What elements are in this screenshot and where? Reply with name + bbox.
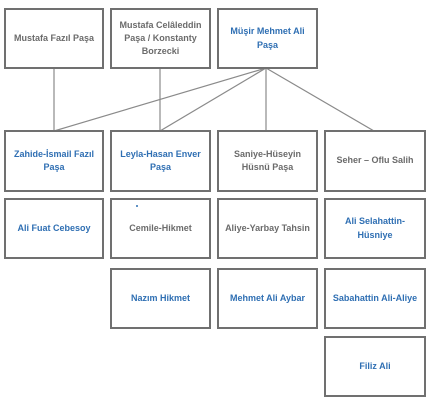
- box-aliye-yarbay: Aliye-Yarbay Tahsin: [217, 198, 318, 259]
- box-label: Filiz Ali: [359, 360, 391, 371]
- box-label: Müşir Mehmet Ali Paşa: [230, 26, 305, 50]
- stray-dot: [136, 205, 138, 207]
- box-label: Saniye-Hüseyin Hüsnü Paşa: [233, 148, 302, 172]
- box-saniye-huseyin: Saniye-Hüseyin Hüsnü Paşa: [217, 130, 318, 192]
- box-nazim-hikmet: Nazım Hikmet: [110, 268, 211, 329]
- box-label: Ali Fuat Cebesoy: [17, 222, 91, 233]
- box-label: Zahide-İsmail Fazıl Paşa: [13, 148, 95, 172]
- box-zahide-ismail: Zahide-İsmail Fazıl Paşa: [4, 130, 104, 192]
- box-musir-mehmet-ali: Müşir Mehmet Ali Paşa: [217, 8, 318, 69]
- box-label: Ali Selahattin-Hüsniye: [344, 216, 405, 240]
- box-ali-selahattin: Ali Selahattin-Hüsniye: [324, 198, 426, 259]
- box-leyla-hasan: Leyla-Hasan Enver Paşa: [110, 130, 211, 192]
- box-seher-oflu: Seher – Oflu Salih: [324, 130, 426, 192]
- box-mehmet-ali-aybar: Mehmet Ali Aybar: [217, 268, 318, 329]
- box-label: Mustafa Celâleddin Paşa / Konstanty Borz…: [119, 19, 202, 57]
- box-mustafa-fazil: Mustafa Fazıl Paşa: [4, 8, 104, 69]
- box-label: Mehmet Ali Aybar: [229, 292, 305, 303]
- box-label: Sabahattin Ali-Aliye: [332, 292, 418, 303]
- box-mustafa-celaleddin: Mustafa Celâleddin Paşa / Konstanty Borz…: [110, 8, 211, 69]
- box-ali-fuat: Ali Fuat Cebesoy: [4, 198, 104, 259]
- box-label: Cemile-Hikmet: [129, 222, 192, 233]
- box-label: Leyla-Hasan Enver Paşa: [120, 148, 201, 172]
- line-musir-leyla: [159, 67, 267, 132]
- box-label: Nazım Hikmet: [130, 292, 191, 303]
- box-label: Aliye-Yarbay Tahsin: [225, 222, 310, 233]
- box-label: Seher – Oflu Salih: [336, 155, 414, 166]
- box-label: Mustafa Fazıl Paşa: [13, 32, 95, 43]
- box-cemile-hikmet: Cemile-Hikmet: [110, 198, 211, 259]
- line-musir-seher: [265, 67, 375, 132]
- line-musir-zahide: [53, 67, 267, 132]
- box-filiz-ali: Filiz Ali: [324, 336, 426, 397]
- box-sabahattin-ali: Sabahattin Ali-Aliye: [324, 268, 426, 329]
